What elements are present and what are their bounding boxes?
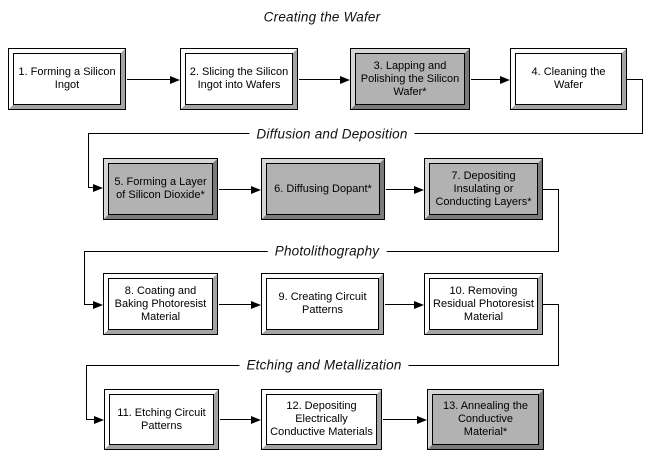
flow-arrow	[84, 301, 103, 309]
flow-step-label: 9. Creating Circuit Patterns	[266, 278, 379, 330]
flow-step-label: 10. Removing Residual Photoresist Materi…	[429, 278, 538, 330]
flow-step-label: 7. Depositing Insulating or Conducting L…	[429, 163, 538, 215]
flow-step-6: 6. Diffusing Dopant*	[261, 158, 385, 220]
section-title-creating-the-wafer: Creating the Wafer	[256, 9, 388, 25]
flow-step-7: 7. Depositing Insulating or Conducting L…	[424, 158, 543, 220]
flow-arrow	[220, 416, 261, 424]
flow-arrow	[471, 76, 510, 84]
flow-step-4: 4. Cleaning the Wafer	[510, 48, 627, 110]
box-frame: 13. Annealing the Conductive Material*	[428, 390, 543, 449]
flow-step-9: 9. Creating Circuit Patterns	[261, 273, 384, 335]
box-frame: 2. Slicing the Silicon Ingot into Wafers	[181, 49, 297, 109]
flow-arrow	[86, 416, 104, 424]
connector-line	[543, 304, 559, 305]
box-frame: 6. Diffusing Dopant*	[262, 159, 384, 219]
box-frame: 8. Coating and Baking Photoresist Materi…	[104, 274, 217, 334]
flow-step-label: 12. Depositing Electrically Conductive M…	[266, 394, 377, 445]
flow-arrow	[88, 184, 103, 192]
flow-step-label: 6. Diffusing Dopant*	[266, 163, 380, 215]
flow-step-label: 13. Annealing the Conductive Material*	[432, 394, 539, 445]
connector-line	[558, 304, 559, 366]
section-title-diffusion-and-deposition: Diffusion and Deposition	[249, 126, 415, 142]
section-title-photolithography: Photolithography	[267, 243, 387, 259]
box-frame: 11. Etching Circuit Patterns	[105, 390, 218, 449]
connector-line	[88, 133, 89, 188]
flow-step-5: 5. Forming a Layer of Silicon Dioxide*	[103, 158, 218, 220]
flow-step-10: 10. Removing Residual Photoresist Materi…	[424, 273, 543, 335]
section-title-etching-and-metallization: Etching and Metallization	[239, 357, 409, 373]
box-frame: 3. Lapping and Polishing the Silicon Waf…	[351, 49, 469, 109]
flow-arrow	[383, 416, 427, 424]
flow-step-8: 8. Coating and Baking Photoresist Materi…	[103, 273, 218, 335]
flow-arrow	[219, 186, 261, 194]
flow-arrow	[127, 76, 180, 84]
connector-line	[86, 365, 87, 419]
connector-line	[626, 79, 643, 80]
flow-arrow	[299, 76, 350, 84]
flow-arrow	[219, 301, 261, 309]
box-frame: 10. Removing Residual Photoresist Materi…	[425, 274, 542, 334]
flow-arrow	[385, 301, 424, 309]
flow-arrow	[386, 186, 424, 194]
flow-step-label: 8. Coating and Baking Photoresist Materi…	[108, 278, 213, 330]
flow-step-label: 3. Lapping and Polishing the Silicon Waf…	[355, 53, 465, 105]
connector-line	[642, 79, 643, 134]
flow-step-1: 1. Forming a Silicon Ingot	[8, 48, 126, 110]
flow-step-2: 2. Slicing the Silicon Ingot into Wafers	[180, 48, 298, 110]
connector-line	[558, 189, 559, 252]
flow-step-13: 13. Annealing the Conductive Material*	[427, 389, 544, 450]
box-frame: 4. Cleaning the Wafer	[511, 49, 626, 109]
flow-step-label: 1. Forming a Silicon Ingot	[13, 53, 121, 105]
flow-step-12: 12. Depositing Electrically Conductive M…	[261, 389, 382, 450]
flow-step-3: 3. Lapping and Polishing the Silicon Waf…	[350, 48, 470, 110]
flow-step-11: 11. Etching Circuit Patterns	[104, 389, 219, 450]
connector-line	[543, 189, 559, 190]
flow-step-label: 2. Slicing the Silicon Ingot into Wafers	[185, 53, 293, 105]
box-frame: 5. Forming a Layer of Silicon Dioxide*	[104, 159, 217, 219]
flow-step-label: 11. Etching Circuit Patterns	[109, 394, 214, 445]
box-frame: 12. Depositing Electrically Conductive M…	[262, 390, 381, 449]
box-frame: 1. Forming a Silicon Ingot	[9, 49, 125, 109]
box-frame: 7. Depositing Insulating or Conducting L…	[425, 159, 542, 219]
flow-step-label: 5. Forming a Layer of Silicon Dioxide*	[108, 163, 213, 215]
flow-step-label: 4. Cleaning the Wafer	[515, 53, 622, 105]
box-frame: 9. Creating Circuit Patterns	[262, 274, 383, 334]
connector-line	[84, 251, 85, 304]
